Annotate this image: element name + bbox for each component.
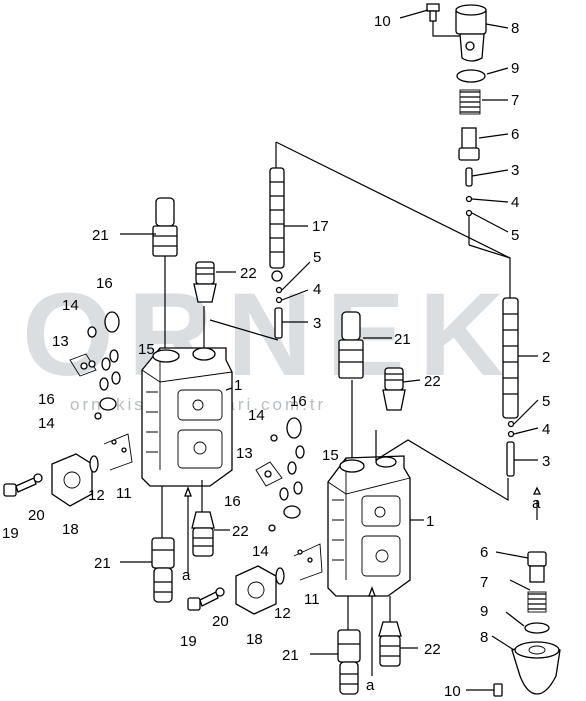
callout-3: 3 (313, 315, 321, 332)
callout-11: 11 (304, 591, 320, 608)
bolt-part-19-left (3, 477, 37, 497)
marker-a: a (366, 677, 375, 694)
callout-7: 7 (480, 574, 488, 591)
washer-part-20-right (215, 587, 225, 597)
callout-labels: 10 8 9 7 6 3 4 5 21 17 22 5 4 3 16 14 13… (2, 13, 550, 700)
spring-part-7-top (459, 89, 481, 115)
piston-part-6-top (458, 127, 480, 161)
relief-valve-part-21-bottom-left (151, 486, 175, 603)
relief-valve-part-21-mid-right (338, 311, 364, 379)
valve-body-part-1-right (327, 455, 411, 597)
marker-a: a (182, 567, 191, 584)
relief-valve-stack-top (426, 3, 487, 245)
seat-part-5-top (465, 209, 473, 217)
callout-20: 20 (212, 613, 229, 630)
callout-18: 18 (246, 631, 263, 648)
callout-1: 1 (234, 377, 242, 394)
callout-22: 22 (424, 641, 441, 658)
arrow-a-bottom (368, 586, 376, 676)
callout-7: 7 (511, 92, 519, 109)
callout-5: 5 (313, 249, 321, 266)
callout-2: 2 (542, 349, 550, 366)
relief-valve-part-21-bottom-right (337, 596, 361, 695)
callout-14: 14 (62, 297, 79, 314)
callout-6: 6 (480, 544, 488, 561)
callout-5: 5 (511, 227, 519, 244)
callout-10: 10 (444, 683, 461, 700)
ball-part-4-right (507, 430, 515, 438)
callout-9: 9 (511, 60, 519, 77)
relief-valve-part-21-top-left (152, 197, 178, 348)
seat-part-5-left (275, 286, 283, 294)
callout-1: 1 (426, 513, 434, 530)
callout-22: 22 (240, 265, 257, 282)
callout-4: 4 (542, 421, 550, 438)
callout-4: 4 (313, 281, 321, 298)
ball-part-4-left (275, 296, 283, 304)
o-ring-part-9-top (456, 69, 486, 83)
callout-16: 16 (96, 275, 113, 292)
seat-part-5-right (507, 420, 515, 428)
housing-part-8-top (455, 4, 487, 62)
callout-16: 16 (290, 393, 307, 410)
callout-3: 3 (542, 453, 550, 470)
callout-16: 16 (38, 391, 55, 408)
check-valve-part-22-top-left (193, 261, 217, 303)
callout-22: 22 (424, 373, 441, 390)
pin-part-3-left (274, 307, 283, 339)
callout-20: 20 (28, 507, 45, 524)
callout-17: 17 (312, 218, 329, 235)
washer-part-20-left (33, 473, 43, 483)
ball-part-4-top (465, 195, 473, 203)
callout-15: 15 (138, 341, 155, 358)
arrow-a-left (184, 486, 192, 574)
callout-6: 6 (511, 126, 519, 143)
assembly-line-joint (468, 244, 511, 259)
callout-14: 14 (38, 415, 55, 432)
seal-group-left (69, 311, 133, 473)
callout-15: 15 (322, 447, 339, 464)
callout-13: 13 (236, 445, 253, 462)
flange-part-18-left (51, 453, 93, 507)
check-valve-part-22-mid-left (191, 480, 215, 557)
spool-part-17 (269, 142, 285, 282)
callout-21: 21 (282, 647, 299, 664)
check-valve-part-22-bottom-right (378, 596, 402, 667)
callout-12: 12 (88, 487, 105, 504)
callout-19: 19 (2, 525, 19, 542)
callout-3: 3 (511, 162, 519, 179)
relief-valve-stack-bottom (493, 486, 561, 697)
callout-10: 10 (374, 13, 391, 30)
callout-16: 16 (224, 493, 241, 510)
callout-13: 13 (52, 333, 69, 350)
callout-21: 21 (394, 331, 411, 348)
callout-12: 12 (274, 605, 291, 622)
callout-11: 11 (116, 485, 132, 502)
callout-14: 14 (248, 407, 265, 424)
spool-part-2 (502, 297, 519, 419)
callout-22: 22 (232, 523, 249, 540)
callout-21: 21 (94, 555, 111, 572)
callout-18: 18 (62, 521, 79, 538)
callout-8: 8 (511, 20, 519, 37)
seal-group-right (255, 417, 323, 585)
leader-lines (120, 9, 539, 691)
callout-14: 14 (252, 543, 269, 560)
flange-part-18-right (235, 565, 277, 615)
pin-part-3-right (506, 441, 515, 477)
bolt-part-10-top (426, 3, 440, 22)
callout-5: 5 (542, 393, 550, 410)
callout-4: 4 (511, 194, 519, 211)
marker-a: a (532, 495, 541, 512)
check-valve-part-22-mid-right (382, 367, 406, 411)
callout-19: 19 (180, 633, 197, 650)
bolt-part-19-right (187, 591, 219, 611)
callout-9: 9 (480, 603, 488, 620)
valve-body-part-1-left (141, 347, 233, 487)
pin-part-3-top (465, 167, 473, 187)
callout-21: 21 (92, 227, 109, 244)
callout-8: 8 (480, 629, 488, 646)
